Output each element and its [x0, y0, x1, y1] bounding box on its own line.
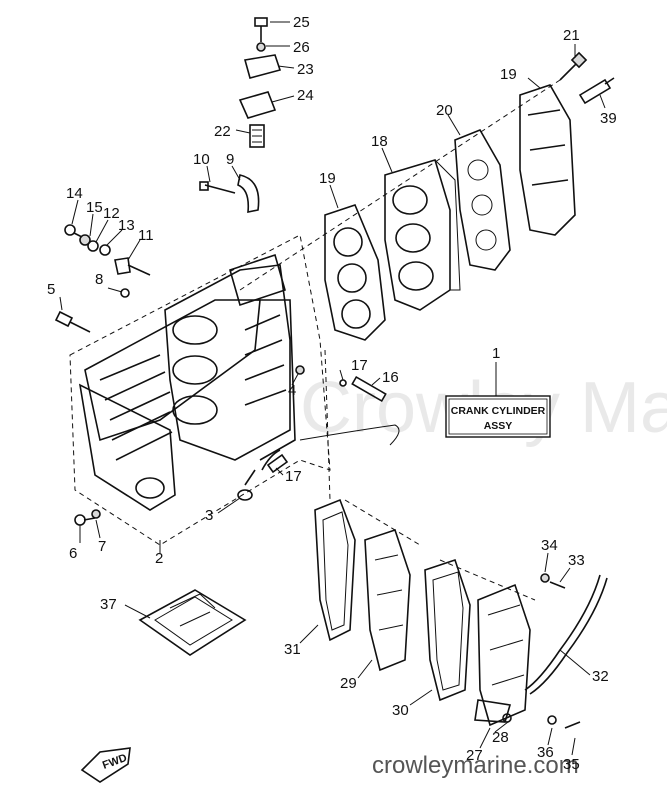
hose-33 [524, 574, 601, 691]
head-cover [519, 84, 576, 236]
exhaust-gasket-32 [314, 498, 356, 642]
small-bolts-right [540, 573, 581, 729]
callout-36: 35 [563, 756, 580, 773]
callout-5: 5 [47, 281, 55, 298]
callout-31: 30 [392, 702, 409, 719]
callouts: 25 26 23 24 22 21 19 39 20 18 19 10 9 14… [47, 14, 617, 773]
crankcase-block [78, 253, 296, 511]
callout-29: 28 [492, 729, 509, 746]
parts-identification-box: CRANK CYLINDER ASSY 1 [445, 345, 551, 438]
callout-23: 22 [214, 123, 231, 140]
callout-15: 15 [86, 199, 103, 216]
callout-19: 19 [319, 170, 336, 187]
callout-8: 8 [95, 271, 103, 288]
callout-17a: 17 [351, 357, 368, 374]
website-label: crowleymarine.com [372, 752, 579, 779]
callout-39: 39 [600, 110, 617, 127]
callout-28: 27 [466, 747, 483, 764]
callout-33: 32 [592, 668, 609, 685]
hose-parts [261, 375, 400, 474]
parts-box-line2: ASSY [484, 420, 513, 432]
callout-25: 24 [297, 87, 314, 104]
callout-9: 9 [226, 151, 234, 168]
callout-3: 3 [205, 507, 213, 524]
callout-27: 26 [293, 39, 310, 56]
callout-16: 16 [382, 369, 399, 386]
base-gasket-38 [138, 589, 247, 656]
small-fasteners [54, 174, 305, 526]
exhaust-cover-30 [364, 528, 411, 672]
callout-26: 25 [293, 14, 310, 31]
callout-20: 19 [500, 66, 517, 83]
callout-11: 11 [138, 227, 154, 244]
bolt-22 [559, 51, 588, 81]
callout-34: 33 [568, 552, 585, 569]
callout-35: 34 [541, 537, 558, 554]
callout-6: 6 [69, 545, 77, 562]
callout-18: 18 [371, 133, 388, 150]
head-gasket [324, 204, 386, 341]
callout-10: 10 [193, 151, 210, 168]
callout-21: 20 [436, 102, 453, 119]
callout-22: 21 [563, 27, 580, 44]
exhaust-cover-28 [474, 583, 531, 727]
thermo-switch-39 [578, 77, 615, 105]
callout-14: 14 [66, 185, 83, 202]
callout-1: 1 [492, 345, 500, 362]
callout-30: 29 [340, 675, 357, 692]
callout-13: 13 [118, 217, 135, 234]
callout-17b: 17 [285, 468, 302, 485]
callout-7: 7 [98, 538, 106, 555]
block-assy-outline [69, 234, 331, 546]
callout-37: 36 [537, 744, 554, 761]
callout-2: 2 [155, 550, 163, 567]
fwd-arrow: FWD [80, 747, 131, 783]
head-cover-gasket [454, 128, 511, 271]
cylinder-head [384, 159, 461, 311]
callout-32: 31 [284, 641, 301, 658]
parts-box-line1: CRANK CYLINDER [451, 405, 546, 417]
exhaust-gasket-31 [424, 558, 471, 702]
callout-38: 37 [100, 596, 117, 613]
leader-lines [59, 21, 606, 756]
callout-4: 4 [288, 382, 296, 399]
thermostat-stack [238, 17, 282, 148]
callout-12: 12 [103, 205, 120, 222]
alignment-lines [239, 79, 561, 601]
callout-24: 23 [297, 61, 314, 78]
